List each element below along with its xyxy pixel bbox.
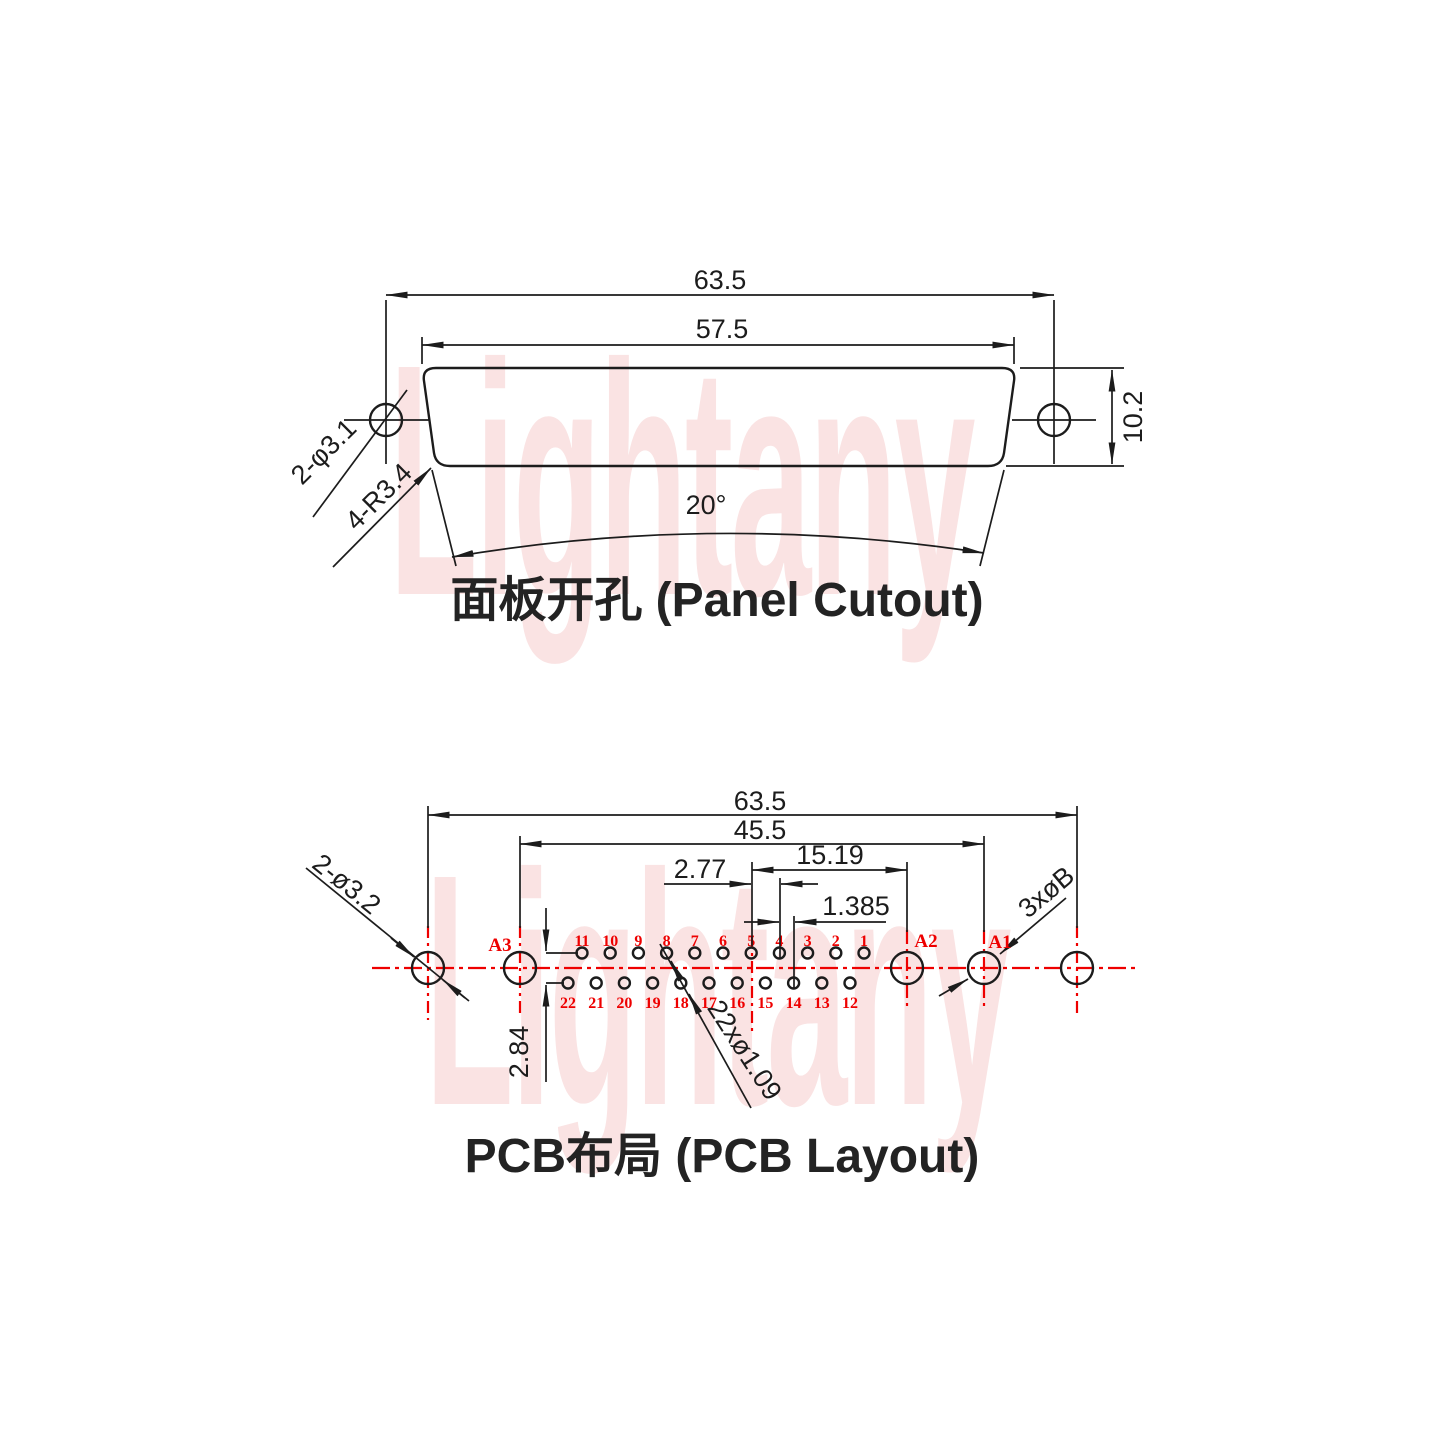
pcb-mount-hole-right: [1059, 950, 1095, 986]
pin-number: 8: [663, 933, 671, 950]
power-hole-a3: [502, 950, 538, 986]
pin-hole: [843, 976, 857, 990]
angle-arc: [451, 532, 985, 558]
label-a1: A1: [988, 932, 1011, 953]
pin-number: 1: [860, 933, 868, 950]
power-hole-a2: [889, 950, 925, 986]
pin-hole: [744, 946, 758, 960]
pin-number: 22: [560, 995, 576, 1012]
label-a3: A3: [488, 935, 511, 956]
pin-number: 9: [634, 933, 642, 950]
angle-label: 20°: [686, 490, 727, 520]
pin-hole: [815, 976, 829, 990]
dim-10-2-label: 10.2: [1118, 391, 1148, 444]
pin-number: 11: [574, 933, 589, 950]
leader-2o32-arrow1: [390, 937, 415, 958]
pin-hole: [659, 946, 674, 960]
panel-cutout-title: 面板开孔 (Panel Cutout): [450, 574, 983, 627]
power-hole-a1: [966, 950, 1002, 986]
pin-hole: [758, 976, 773, 990]
pin-number: 12: [842, 995, 858, 1012]
pin-number: 15: [757, 995, 773, 1012]
dim-1-385-label: 1.385: [822, 891, 890, 921]
watermark-text-bottom: Lightany: [425, 806, 1011, 1175]
pin-hole: [589, 976, 603, 990]
leader-3ob-arrow2: [938, 978, 969, 997]
pin-hole: [603, 946, 617, 960]
pcb-extension-lines: [427, 806, 1078, 989]
pin-number: 21: [588, 995, 604, 1012]
pin-hole: [800, 946, 815, 960]
pin-number: 10: [602, 933, 618, 950]
pin-hole: [617, 976, 632, 990]
pin-hole: [631, 946, 646, 960]
pin-hole: [688, 946, 702, 960]
leader-2phi31-label: 2-φ3.1: [285, 413, 362, 490]
pin-number: 13: [814, 995, 830, 1012]
angle-ext-right: [979, 469, 1005, 567]
leader-3ob: [999, 897, 1067, 955]
leader-2o32-arrow2: [442, 979, 466, 999]
dim-pcb-63-5-label: 63.5: [734, 786, 787, 816]
pin-hole: [645, 976, 660, 990]
pin-number: 18: [673, 995, 689, 1012]
pcb-mount-hole-left: [410, 950, 446, 986]
watermark: Lightany Lightany: [389, 296, 1014, 1175]
pin-number: 3: [804, 933, 812, 950]
pin-number: 19: [645, 995, 661, 1012]
pin-hole: [829, 946, 843, 960]
leader-2o32: [305, 867, 470, 1002]
pin-hole: [716, 946, 730, 960]
pin-number: 16: [729, 995, 745, 1012]
pin-number: 14: [786, 995, 802, 1012]
pin-number: 20: [616, 995, 632, 1012]
leader-4r34: [332, 467, 432, 568]
dim-2-84-label: 2.84: [504, 1026, 534, 1079]
panel-cutout-outline: [422, 366, 1016, 468]
pcb-layout-title: PCB布局 (PCB Layout): [465, 1130, 980, 1183]
pin-hole: [857, 946, 871, 960]
watermark-text-top: Lightany: [389, 296, 975, 665]
leader-2phi31: [312, 389, 408, 518]
dim-15-19-label: 15.19: [796, 840, 864, 870]
dim-45-5-label: 45.5: [734, 815, 787, 845]
pin-number: 6: [719, 933, 727, 950]
leader-2o32-label: 2-ø3.2: [307, 848, 387, 920]
pin-number: 17: [701, 995, 717, 1012]
leader-22o109-arrow2: [688, 993, 703, 1015]
pin-hole: [702, 976, 716, 990]
pin-number: 2: [832, 933, 840, 950]
pin-hole: [730, 976, 744, 990]
dim-63-5-label: 63.5: [694, 265, 747, 295]
pin-number: 7: [691, 933, 699, 950]
dim-2-77-label: 2.77: [674, 854, 727, 884]
dim-57-5-label: 57.5: [696, 314, 749, 344]
leader-22o109-arrow1: [670, 960, 685, 982]
centerlines: [372, 926, 1136, 1032]
label-a2: A2: [914, 931, 937, 952]
